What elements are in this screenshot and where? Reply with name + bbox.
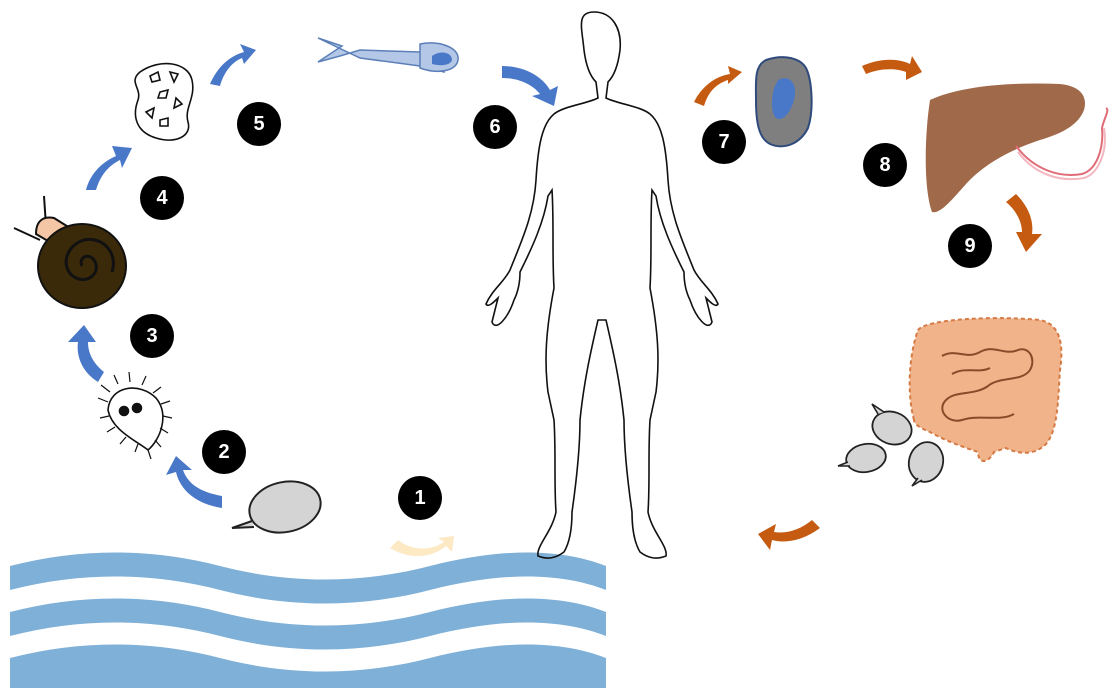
liver-icon: [926, 84, 1108, 213]
step-badge-3: 3: [130, 314, 174, 358]
step-badge-8: 8: [863, 143, 907, 187]
svg-text:5: 5: [253, 113, 264, 135]
egg-icon: [232, 475, 325, 539]
svg-text:4: 4: [156, 187, 168, 209]
arrow-6-icon: [502, 66, 558, 106]
step-badge-7: 7: [702, 120, 746, 164]
svg-text:2: 2: [218, 441, 229, 463]
svg-text:7: 7: [718, 131, 729, 153]
snail-icon: [14, 196, 126, 308]
intestine-icon: [910, 318, 1062, 461]
step-badge-4: 4: [140, 176, 184, 220]
step-badge-2: 2: [202, 430, 246, 474]
cercaria-icon: [318, 38, 458, 72]
svg-text:9: 9: [964, 235, 975, 257]
svg-text:8: 8: [879, 154, 890, 176]
miracidium-icon: [98, 372, 172, 459]
arrow-5-icon: [210, 44, 256, 86]
svg-text:1: 1: [414, 487, 425, 509]
arrow-3-icon: [68, 325, 104, 382]
step-badge-1: 1: [398, 476, 442, 520]
svg-text:6: 6: [489, 116, 500, 138]
human-body-icon: [486, 12, 718, 558]
schistosomulum-icon: [756, 57, 812, 146]
step-badge-9: 9: [948, 224, 992, 268]
arrow-1-icon: [390, 536, 454, 556]
svg-text:3: 3: [146, 325, 157, 347]
arrow-4-icon: [86, 146, 132, 190]
sporocyst-icon: [135, 64, 193, 140]
step-badge-5: 5: [237, 102, 281, 146]
arrow-8-icon: [862, 56, 922, 80]
water-waves: [10, 553, 606, 688]
arrow-9-icon: [1006, 194, 1042, 252]
arrow-10-icon: [758, 520, 820, 550]
step-badge-6: 6: [473, 105, 517, 149]
arrow-7-icon: [694, 66, 742, 106]
